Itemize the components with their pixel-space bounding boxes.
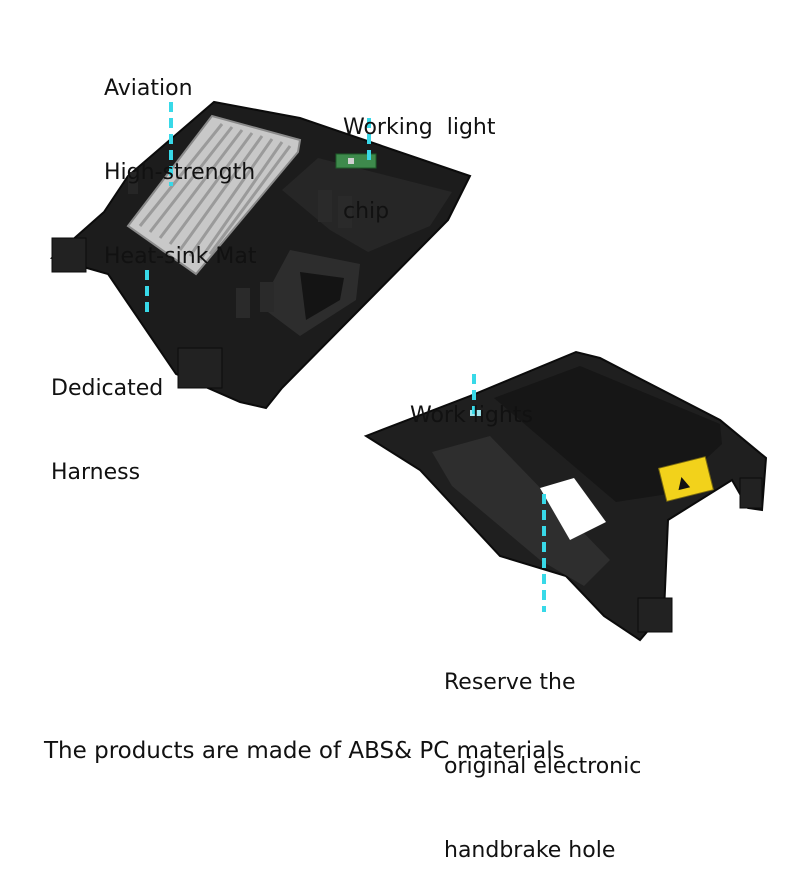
console-part-top: [363, 350, 768, 642]
heat-sink-label-line3: Heat-sink Mat: [104, 244, 257, 269]
callout-lines: [145, 102, 546, 612]
heat-sink-label-line2: High-strength: [104, 160, 256, 185]
harness-label-line2: Harness: [51, 460, 141, 485]
handbrake-label-line2: original electronic: [444, 754, 642, 779]
materials-caption: The products are made of ABS& PC materia…: [44, 738, 565, 764]
chip-label-line1: Working light: [343, 115, 496, 140]
heat-sink-label: Aviation High-strength Heat-sink Mat: [104, 19, 256, 299]
heat-sink-label-line1: Aviation: [104, 76, 193, 101]
chip-label-line2: chip: [343, 199, 390, 224]
console-part-underside: [49, 100, 472, 410]
heat-sink-mat: [126, 114, 302, 276]
harness-label-line1: Dedicated: [51, 376, 164, 401]
work-lights-label-line1: Work lights: [410, 403, 533, 428]
harness-label: Dedicated Harness: [51, 319, 163, 515]
work-lights-label: Work lights: [410, 346, 533, 458]
product-illustration: [49, 100, 768, 642]
handbrake-label-line3: handbrake hole: [444, 838, 616, 863]
chip-label: Working light chip: [343, 58, 495, 254]
working-light-chip: [335, 153, 377, 169]
handbrake-label-line1: Reserve the: [444, 670, 576, 695]
